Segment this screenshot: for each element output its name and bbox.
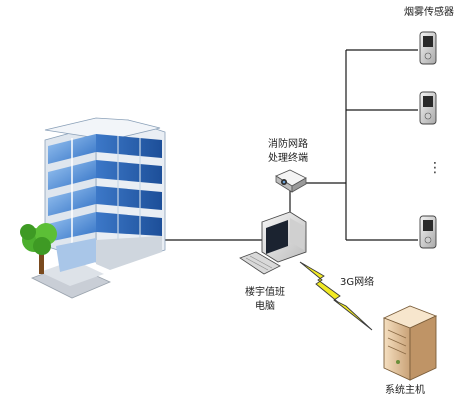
- phone-icon: [419, 91, 437, 125]
- computer-monitor-icon: [261, 211, 307, 263]
- keyboard-icon: [239, 251, 281, 275]
- phone-icon: [419, 31, 437, 65]
- phone-icon: [419, 215, 437, 249]
- fire-terminal-label-line2: 处理终端: [268, 153, 308, 164]
- tree-icon: [20, 223, 57, 274]
- fire-terminal-label-line1: 消防网路: [268, 139, 308, 150]
- network-3g-label: 3G网络: [340, 277, 375, 288]
- smoke-sensor-label: 烟雾传感器: [404, 7, 454, 18]
- duty-pc-label-line1: 楼宇值班: [245, 287, 285, 298]
- system-host-label: 系统主机: [385, 385, 425, 396]
- fire-terminal-icon: [275, 169, 307, 193]
- sensor-ellipsis: ⋮: [428, 160, 442, 176]
- duty-pc-label-line2: 电脑: [255, 301, 275, 312]
- server-icon: [382, 305, 438, 381]
- connection-lines: [162, 49, 418, 241]
- lightning-icon: [299, 261, 373, 331]
- building-icon: [30, 117, 166, 299]
